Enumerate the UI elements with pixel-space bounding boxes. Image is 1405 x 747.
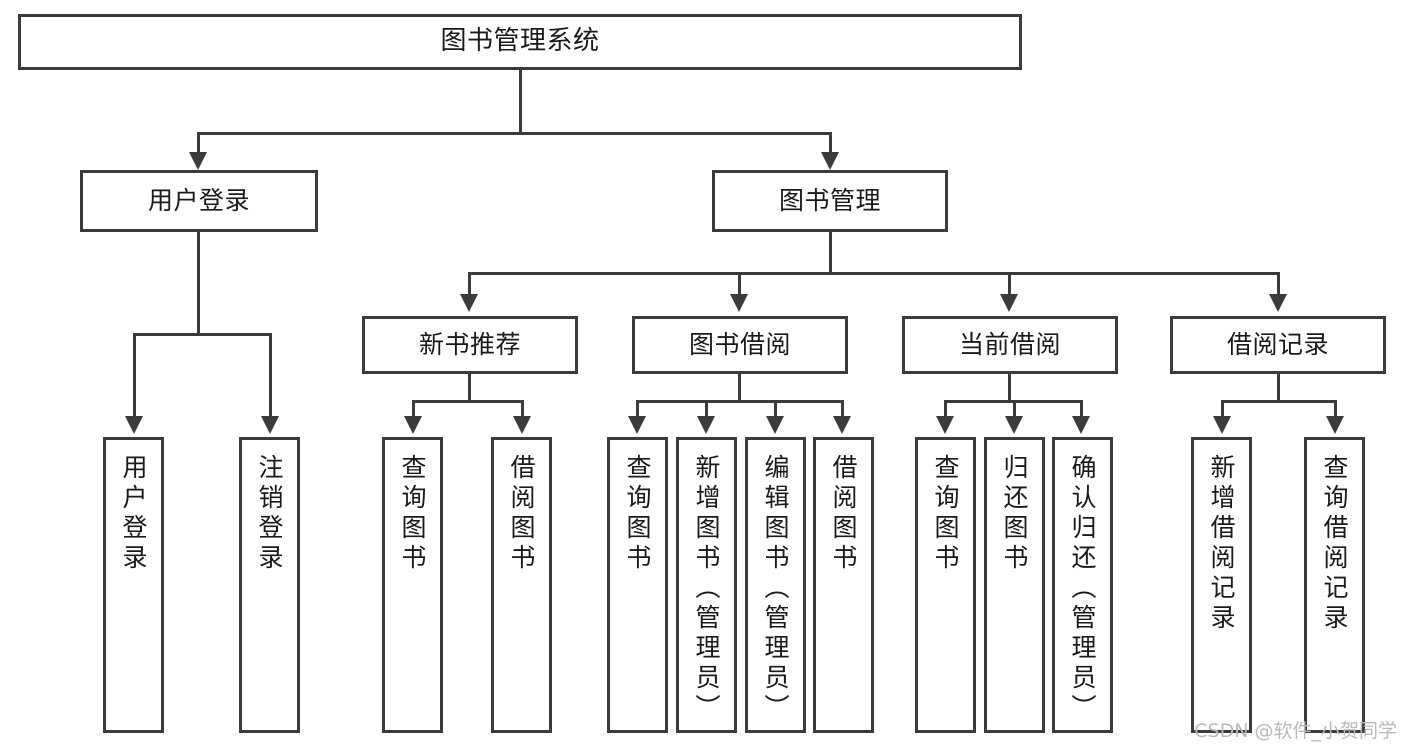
node-label: 当前借阅 (958, 330, 1061, 359)
node-label: 查询图书 (931, 454, 960, 574)
connector-book-mgmt-to-current-borrow (1008, 272, 1011, 296)
connector-book-mgmt-to-book-borrow (738, 272, 741, 296)
node-label: 图书管理 (778, 186, 881, 215)
arrow-to-current-borrow (1000, 294, 1018, 312)
arrow-borrow-record-leaf2 (1326, 416, 1344, 434)
arrow-new-book-leaf2 (513, 416, 531, 434)
node-label: 查询图书 (398, 454, 427, 574)
connector-book-borrow-leaf3 (774, 400, 777, 418)
connector-book-borrow-stem (738, 374, 741, 402)
connector-book-borrow-leaf4 (841, 400, 844, 418)
leaf-book-borrow-edit[interactable]: 编辑图书（管理员） (745, 437, 806, 733)
node-label: 编辑图书（管理员） (761, 454, 790, 724)
connector-root-bus (197, 132, 831, 135)
leaf-user-logout[interactable]: 注销登录 (239, 437, 300, 733)
connector-user-login-bus (133, 333, 269, 336)
arrow-to-new-book (460, 294, 478, 312)
connector-book-mgmt-to-borrow-record (1277, 272, 1280, 296)
node-new-book-recommend[interactable]: 新书推荐 (362, 316, 578, 374)
arrow-to-book-borrow (730, 294, 748, 312)
leaf-book-borrow-borrow[interactable]: 借阅图书 (813, 437, 874, 733)
arrow-borrow-record-leaf1 (1213, 416, 1231, 434)
connector-book-borrow-leaf2 (705, 400, 708, 418)
connector-book-mgmt-to-new-book (468, 272, 471, 296)
node-label: 新书推荐 (418, 330, 521, 359)
leaf-current-borrow-return[interactable]: 归还图书 (984, 437, 1045, 733)
node-borrow-record[interactable]: 借阅记录 (1170, 316, 1386, 374)
connector-root-to-book-mgmt (829, 132, 832, 154)
connector-book-mgmt-stem (829, 232, 832, 274)
connector-current-borrow-leaf3 (1080, 400, 1083, 418)
node-label: 注销登录 (255, 454, 284, 574)
node-label: 用户登录 (147, 186, 250, 215)
arrow-book-borrow-leaf1 (628, 416, 646, 434)
node-label: 新增图书（管理员） (692, 454, 721, 724)
arrow-book-borrow-leaf3 (766, 416, 784, 434)
connector-user-login-leaf2 (269, 333, 272, 418)
node-label: 查询借阅记录 (1320, 454, 1349, 634)
connector-new-book-stem (468, 374, 471, 402)
connector-borrow-record-leaf1 (1221, 400, 1224, 418)
csdn-watermark: CSDN @软件_小贺同学 (1194, 720, 1397, 742)
connector-new-book-leaf2 (521, 400, 524, 418)
node-label: 归还图书 (1000, 454, 1029, 574)
arrow-user-login-leaf1 (125, 416, 143, 434)
node-user-login[interactable]: 用户登录 (80, 170, 318, 232)
node-root-system[interactable]: 图书管理系统 (18, 14, 1022, 70)
leaf-current-borrow-query[interactable]: 查询图书 (915, 437, 976, 733)
connector-borrow-record-bus (1221, 400, 1337, 403)
leaf-new-book-query[interactable]: 查询图书 (382, 437, 443, 733)
arrow-book-borrow-leaf2 (697, 416, 715, 434)
leaf-user-login[interactable]: 用户登录 (103, 437, 164, 733)
connector-user-login-leaf1 (133, 333, 136, 418)
node-book-borrow[interactable]: 图书借阅 (632, 316, 848, 374)
arrow-book-borrow-leaf4 (833, 416, 851, 434)
node-book-management[interactable]: 图书管理 (712, 170, 948, 232)
arrow-to-borrow-record (1269, 294, 1287, 312)
node-label: 图书管理系统 (440, 26, 600, 57)
leaf-new-book-borrow[interactable]: 借阅图书 (491, 437, 552, 733)
connector-user-login-stem (197, 232, 200, 335)
leaf-book-borrow-query[interactable]: 查询图书 (607, 437, 668, 733)
leaf-borrow-record-query[interactable]: 查询借阅记录 (1304, 437, 1365, 733)
arrow-new-book-leaf1 (404, 416, 422, 434)
arrow-root-to-book-mgmt (821, 152, 839, 170)
connector-root-to-user-login (197, 132, 200, 154)
connector-current-borrow-leaf1 (944, 400, 947, 418)
arrow-root-to-user-login (189, 152, 207, 170)
connector-book-mgmt-bus (468, 272, 1280, 275)
connector-book-borrow-bus (636, 400, 844, 403)
leaf-book-borrow-add[interactable]: 新增图书（管理员） (676, 437, 737, 733)
leaf-current-borrow-confirm-return[interactable]: 确认归还（管理员） (1052, 437, 1113, 733)
arrow-current-borrow-leaf2 (1005, 416, 1023, 434)
node-label: 借阅记录 (1226, 330, 1329, 359)
arrow-current-borrow-leaf3 (1072, 416, 1090, 434)
node-label: 查询图书 (623, 454, 652, 574)
node-label: 确认归还（管理员） (1068, 454, 1097, 724)
connector-book-borrow-leaf1 (636, 400, 639, 418)
connector-borrow-record-leaf2 (1334, 400, 1337, 418)
node-label: 新增借阅记录 (1207, 454, 1236, 634)
node-label: 借阅图书 (507, 454, 536, 574)
node-current-borrow[interactable]: 当前借阅 (902, 316, 1118, 374)
arrow-current-borrow-leaf1 (936, 416, 954, 434)
node-label: 图书借阅 (688, 330, 791, 359)
connector-new-book-leaf1 (412, 400, 415, 418)
leaf-borrow-record-add[interactable]: 新增借阅记录 (1191, 437, 1252, 733)
connector-borrow-record-stem (1277, 374, 1280, 402)
connector-current-borrow-stem (1008, 374, 1011, 402)
connector-current-borrow-leaf2 (1013, 400, 1016, 418)
node-label: 用户登录 (119, 454, 148, 574)
connector-new-book-bus (412, 400, 524, 403)
arrow-user-login-leaf2 (261, 416, 279, 434)
connector-root-stem (519, 70, 522, 132)
node-label: 借阅图书 (829, 454, 858, 574)
